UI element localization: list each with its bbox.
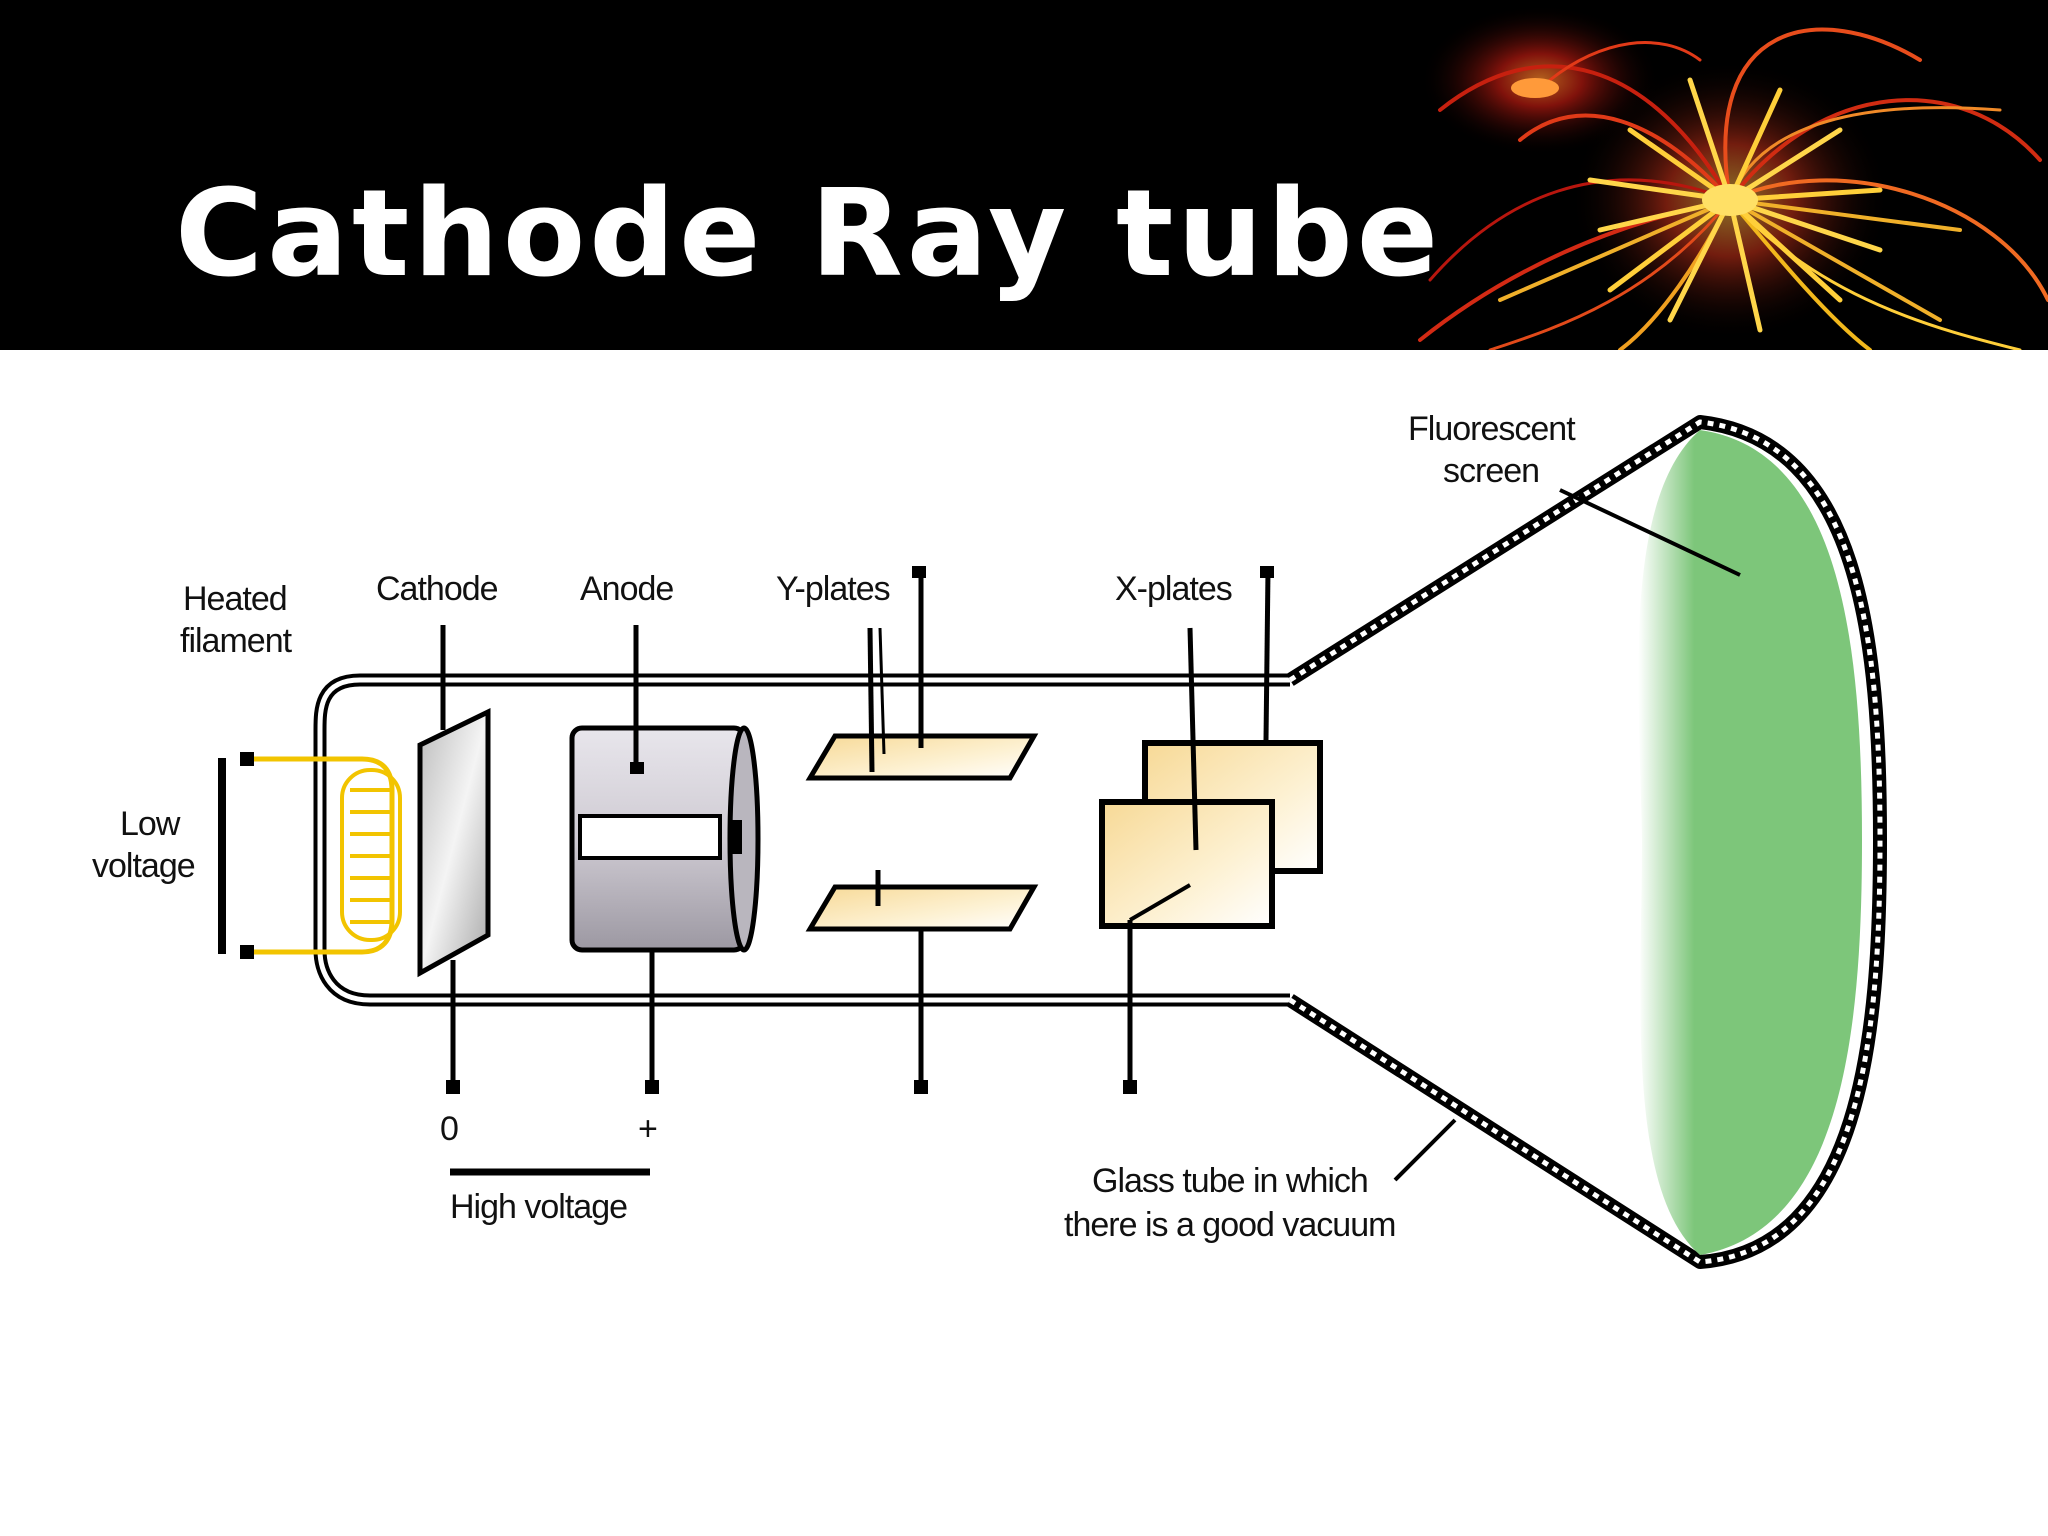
label-fluorescent-screen-line2: screen — [1443, 452, 1539, 490]
label-glass-tube-line2: there is a good vacuum — [1064, 1206, 1395, 1244]
label-anode: Anode — [580, 570, 673, 608]
heated-filament — [340, 768, 402, 942]
labels: Heated filament Cathode Anode Y-plates X… — [92, 410, 1577, 1244]
fluorescent-screen — [1638, 430, 1862, 1255]
cathode — [417, 625, 491, 1094]
crt-diagram: Heated filament Cathode Anode Y-plates X… — [92, 410, 1887, 1269]
anode — [569, 625, 761, 1094]
label-glass-tube-line1: Glass tube in which — [1092, 1162, 1368, 1200]
label-heated-filament-line2: filament — [180, 622, 293, 660]
label-heated-filament-line1: Heated — [183, 580, 287, 618]
y-plates — [805, 566, 1039, 1094]
x-plates — [1099, 566, 1323, 1094]
slide-header: Cathode Ray tube — [0, 0, 2048, 350]
label-fluorescent-screen-line1: Fluorescent — [1408, 410, 1576, 448]
header-decoration-image — [1418, 5, 2048, 350]
label-terminal-plus: + — [638, 1110, 657, 1148]
slide-title: Cathode Ray tube — [175, 165, 1443, 304]
label-terminal-zero: 0 — [440, 1110, 458, 1148]
label-low-voltage-line1: Low — [120, 805, 181, 843]
label-x-plates: X-plates — [1115, 570, 1232, 608]
label-high-voltage: High voltage — [450, 1188, 627, 1226]
label-y-plates: Y-plates — [776, 570, 890, 608]
label-cathode: Cathode — [376, 570, 498, 608]
leader-lines — [1393, 488, 1741, 1182]
label-low-voltage-line2: voltage — [92, 847, 195, 885]
glass-tube — [313, 415, 1887, 1269]
